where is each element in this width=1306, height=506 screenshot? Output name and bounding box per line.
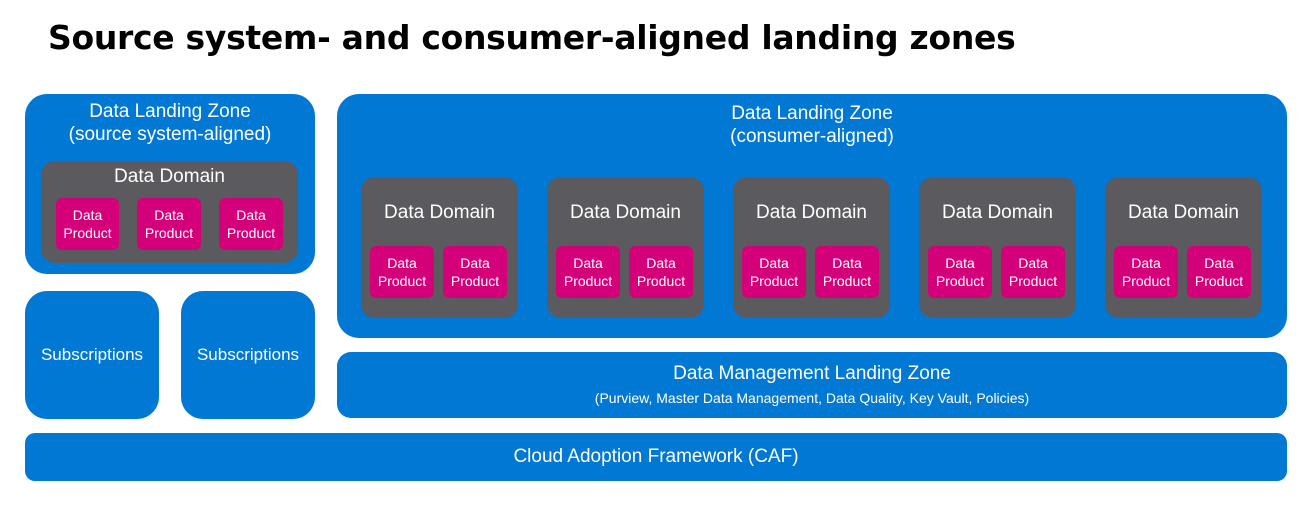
data-domain-label: Data Domain bbox=[114, 166, 225, 187]
management-zone-title: Data Management Landing Zone bbox=[673, 363, 951, 384]
subscriptions-box: Subscriptions bbox=[181, 291, 315, 419]
data-domain-label: Data Domain bbox=[384, 202, 495, 223]
source-aligned-landing-zone: Data Landing Zone (source system-aligned… bbox=[25, 94, 315, 274]
source-zone-title: Data Landing Zone bbox=[89, 101, 251, 122]
consumer-zone-subtitle: (consumer-aligned) bbox=[730, 126, 894, 147]
consumer-aligned-landing-zone: Data Landing Zone (consumer-aligned) Dat… bbox=[337, 94, 1287, 338]
source-zone-subtitle: (source system-aligned) bbox=[68, 124, 272, 145]
consumer-zone-title: Data Landing Zone bbox=[731, 103, 893, 124]
caf-label: Cloud Adoption Framework (CAF) bbox=[513, 446, 799, 467]
data-domain-label: Data Domain bbox=[570, 202, 681, 223]
management-zone-subtitle: (Purview, Master Data Management, Data Q… bbox=[594, 390, 1030, 406]
data-domain-label: Data Domain bbox=[1128, 202, 1239, 223]
subscriptions-box: Subscriptions bbox=[25, 291, 159, 419]
data-management-landing-zone: Data Management Landing Zone (Purview, M… bbox=[337, 352, 1287, 418]
cloud-adoption-framework: Cloud Adoption Framework (CAF) bbox=[25, 433, 1287, 481]
data-domain-label: Data Domain bbox=[756, 202, 867, 223]
page-title: Source system- and consumer-aligned land… bbox=[48, 18, 1016, 57]
data-domain-label: Data Domain bbox=[942, 202, 1053, 223]
